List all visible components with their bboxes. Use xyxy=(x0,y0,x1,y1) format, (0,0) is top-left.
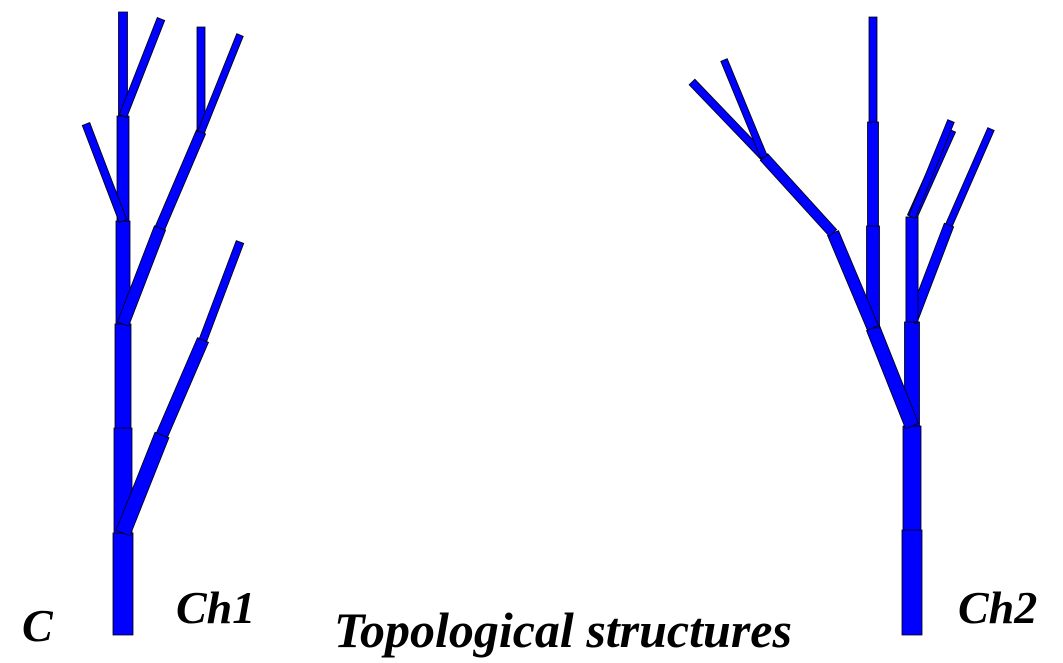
branch-segment xyxy=(197,33,244,134)
tree-ch1 xyxy=(81,11,245,636)
branch-segment xyxy=(118,11,128,117)
branch-segment xyxy=(198,240,245,342)
branch-segment xyxy=(865,324,920,430)
tree1-label: Ch1 xyxy=(176,582,256,633)
tree-ch2 xyxy=(688,16,995,636)
branch-segment xyxy=(867,121,879,227)
branch-segment xyxy=(901,529,923,636)
branch-segment xyxy=(759,153,838,237)
branch-segment xyxy=(116,225,167,327)
branch-segment xyxy=(905,216,919,323)
branch-segment xyxy=(720,58,768,159)
branch-segment xyxy=(868,16,878,123)
branch-segment xyxy=(196,26,206,133)
branch-segment xyxy=(114,323,132,429)
tree2-label: Ch2 xyxy=(958,582,1038,633)
diagram-caption: Topological structures xyxy=(334,602,792,658)
branch-segment xyxy=(154,129,207,231)
branch-segment xyxy=(112,532,134,636)
branch-segment xyxy=(945,127,995,227)
corner-label: C xyxy=(22,600,53,651)
branch-segment xyxy=(826,230,880,331)
branch-segment xyxy=(688,78,768,161)
branch-segment xyxy=(81,122,128,223)
branch-segment xyxy=(155,337,210,438)
branch-segment xyxy=(908,119,955,219)
branch-segment xyxy=(902,425,922,531)
branch-segment xyxy=(115,431,170,537)
branch-segment xyxy=(118,17,166,118)
